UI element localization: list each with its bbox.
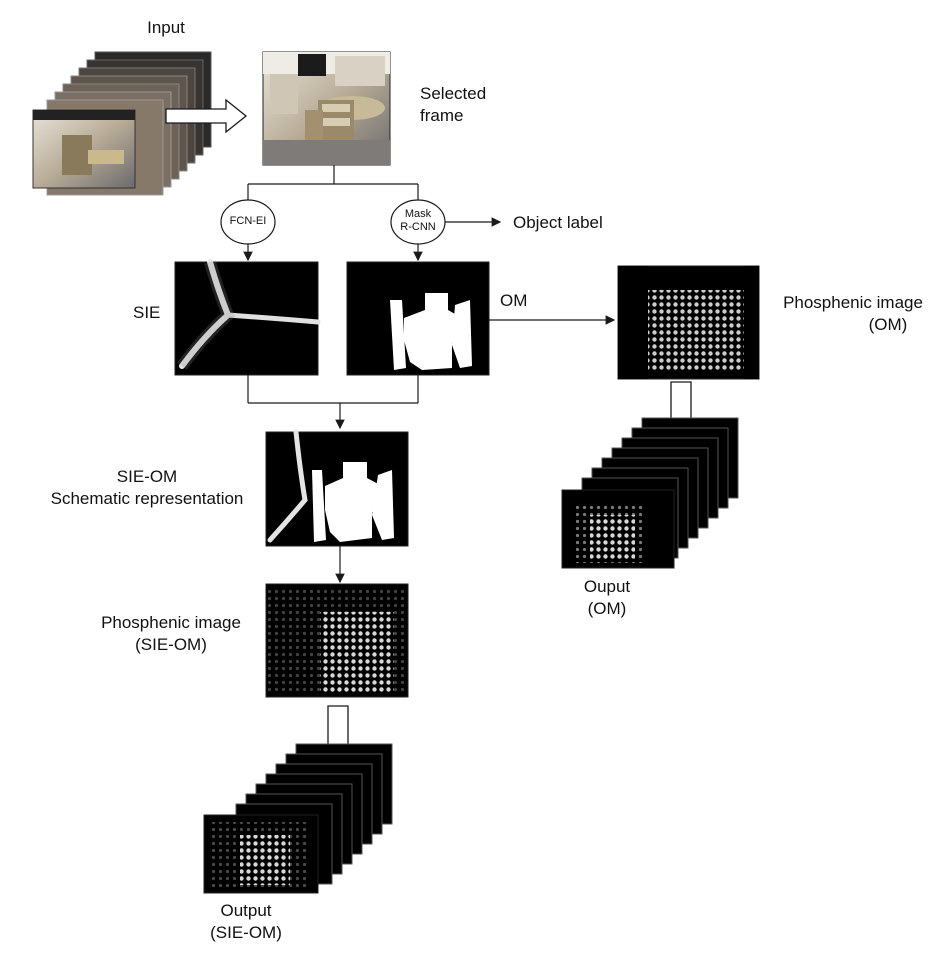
om-output-line2: (OM)	[587, 599, 627, 618]
om-output-stack	[561, 417, 739, 569]
phosphenic-sieom-image	[265, 583, 409, 698]
phosphenic-om-image	[617, 265, 760, 380]
sie-image	[174, 259, 321, 376]
phosphenic-sieom-label: Phosphenic image (SIE-OM)	[88, 612, 254, 656]
input-to-frame-arrow	[165, 98, 248, 134]
selected-frame-label: Selected frame	[420, 83, 486, 127]
sieom-line1: SIE-OM	[116, 467, 178, 486]
selected-frame-image	[262, 51, 391, 166]
selected-frame-line2: frame	[420, 106, 464, 125]
sieom-line2: Schematic representation	[50, 489, 244, 508]
sie-label: SIE	[133, 303, 161, 322]
object-label-text: Object label	[513, 213, 603, 232]
phosphenic-om-line2: (OM)	[868, 315, 908, 334]
om-output-label: Ouput (OM)	[566, 576, 648, 620]
phosphenic-om-line1: Phosphenic image	[783, 293, 923, 312]
sieom-label: SIE-OM Schematic representation	[30, 466, 264, 510]
om-output-line1: Ouput	[583, 577, 631, 596]
sieom-output-line1: Output	[220, 901, 272, 920]
split-connectors	[247, 165, 419, 200]
phosphenic-sieom-line1: Phosphenic image	[101, 613, 241, 632]
fcn-node-label: FCN-EI	[229, 215, 267, 227]
sieom-output-stack	[203, 743, 393, 894]
om-label: OM	[500, 291, 528, 310]
selected-frame-line1: Selected	[420, 84, 487, 103]
sieom-image	[265, 429, 409, 547]
mask-node-line2: R-CNN	[400, 221, 436, 233]
merge-connectors	[247, 375, 419, 404]
input-label: Input	[147, 18, 185, 37]
om-mask-image	[346, 261, 490, 376]
phosphenic-sieom-line2: (SIE-OM)	[135, 635, 207, 654]
mask-node-label: Mask R-CNN	[391, 208, 445, 234]
phosphenic-om-label: Phosphenic image (OM)	[770, 292, 936, 336]
mask-node-line1: Mask	[404, 208, 432, 220]
sieom-output-line2: (SIE-OM)	[210, 923, 282, 942]
sieom-output-label: Output (SIE-OM)	[196, 900, 296, 944]
